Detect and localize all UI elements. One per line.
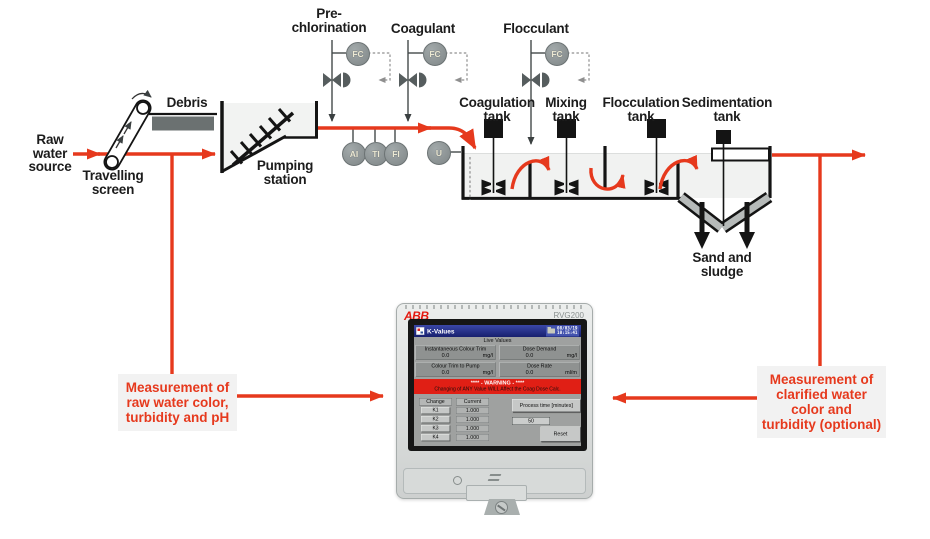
k-values-app-icon bbox=[416, 327, 425, 335]
ai-instrument-icon: AI bbox=[342, 142, 366, 166]
screen-date: 08/03/19 bbox=[557, 325, 578, 331]
fi-instrument-icon: FI bbox=[384, 142, 408, 166]
k1-value: 1.000 bbox=[456, 407, 489, 414]
k4-button[interactable]: K4 bbox=[421, 434, 450, 441]
warning-banner: **** - WARNING - **** Changing of ANY Va… bbox=[414, 379, 581, 394]
travelling-screen bbox=[103, 89, 152, 171]
label-debris: Debris bbox=[166, 95, 208, 110]
control-signal-lines bbox=[368, 52, 590, 200]
label-flocculant: Flocculant bbox=[503, 21, 569, 36]
dosing-valves bbox=[323, 72, 550, 88]
vent-slots bbox=[405, 305, 584, 309]
k3-value: 1.000 bbox=[456, 425, 489, 432]
model-label: RVG200 bbox=[553, 311, 584, 320]
table-header-change: Change bbox=[419, 398, 452, 406]
fc-controller-icon: FC bbox=[545, 42, 569, 66]
k2-button[interactable]: K2 bbox=[421, 416, 450, 423]
process-time-button[interactable]: Process time [minutes] bbox=[512, 399, 581, 412]
flow-lines bbox=[73, 122, 866, 404]
u-instrument-icon: U bbox=[427, 141, 451, 165]
k4-value: 1.000 bbox=[456, 434, 489, 441]
media-door bbox=[466, 485, 527, 501]
k1-button[interactable]: K1 bbox=[421, 407, 450, 414]
table-header-current: Current bbox=[456, 398, 489, 406]
fc-controller-icon: FC bbox=[423, 42, 447, 66]
ti-instrument-icon: TI bbox=[364, 142, 388, 166]
k3-button[interactable]: K3 bbox=[421, 425, 450, 432]
process-time-field[interactable]: 50 bbox=[512, 417, 550, 425]
device-screen: K-Values 08/03/19 10:15:41 Live Values I… bbox=[414, 325, 581, 446]
structures bbox=[149, 101, 773, 233]
latch-screw[interactable] bbox=[495, 501, 508, 514]
section-header: Live Values bbox=[483, 337, 512, 344]
folder-icon bbox=[547, 327, 556, 334]
reset-button[interactable]: Reset bbox=[540, 426, 581, 442]
sludge-arrows bbox=[694, 202, 755, 249]
label-coagulant: Coagulant bbox=[390, 21, 456, 36]
screen-time: 10:15:41 bbox=[557, 330, 578, 336]
instrument-lines bbox=[328, 40, 545, 153]
k2-value: 1.000 bbox=[456, 416, 489, 423]
label-pre-chlorination: Pre-chlorination bbox=[291, 6, 367, 35]
rvg200-recorder: ABB RVG200 K-Values 08/03/19 10:15:41 Li… bbox=[396, 303, 593, 515]
datetime-block: 08/03/19 10:15:41 bbox=[546, 325, 579, 337]
screen-title: K-Values bbox=[427, 327, 455, 335]
power-led bbox=[453, 476, 462, 485]
fc-controller-icon: FC bbox=[346, 42, 370, 66]
screen-titlebar: K-Values 08/03/19 10:15:41 bbox=[414, 325, 581, 337]
